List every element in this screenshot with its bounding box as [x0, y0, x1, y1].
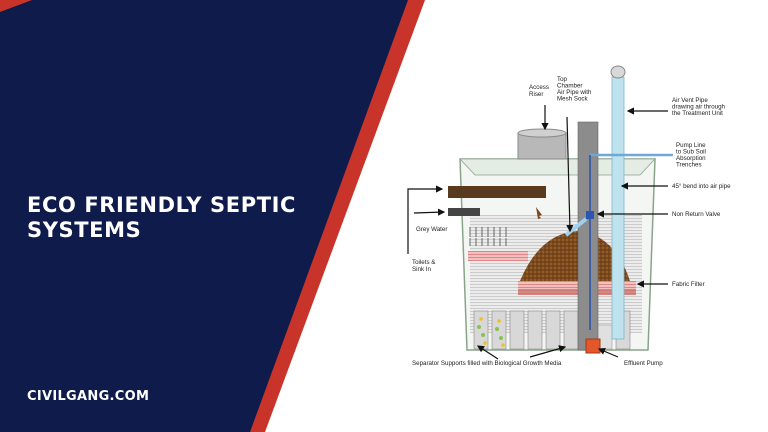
inlet-baffle [448, 186, 546, 198]
fabric-filter [518, 281, 636, 289]
site-url: CIVILGANG.COM [27, 389, 150, 404]
access-riser [517, 128, 567, 160]
flow-arrow [536, 207, 546, 223]
label-effluent-pump: Effluent Pump [624, 360, 663, 367]
navy-panel [0, 0, 408, 432]
label-air-vent-pipe: Air Vent Pipe drawing air through the Tr… [672, 97, 727, 117]
arrow-top-chamber [566, 116, 574, 233]
vent-cap [610, 65, 626, 79]
label-pump-line: Pump Line to Sub Soil Absorption Trenche… [676, 142, 708, 169]
arrow-effluent-pump [597, 348, 619, 358]
arrow-toilets [407, 185, 444, 254]
label-fabric-filter: Fabric Filter [672, 281, 705, 288]
label-separator: Separator Supports filled with Biologica… [412, 360, 562, 367]
biological-media-mound [520, 231, 630, 281]
top-filter-layer [468, 251, 528, 261]
label-non-return-valve: Non Return Valve [672, 211, 721, 218]
label-grey-water: Grey Water [416, 226, 447, 233]
label-top-chamber: Top Chamber Air Pipe with Mesh Sock [557, 76, 593, 103]
title-line-2: SYSTEMS [27, 218, 142, 242]
arrow-separator-1 [476, 345, 499, 360]
air-inlet-bend [564, 217, 588, 237]
non-return-valve [586, 211, 594, 219]
spray-nozzles [469, 227, 507, 246]
arrow-separator-2 [529, 345, 567, 358]
label-toilets: Toilets & Sink In [412, 259, 437, 273]
effluent-pump [585, 338, 601, 354]
title-line-1: ECO FRIENDLY SEPTIC [27, 193, 297, 217]
air-vent-pipe [611, 76, 625, 340]
grey-water-inlet [448, 208, 480, 216]
label-access-riser: Access Riser [529, 84, 551, 98]
arrow-grey-water [413, 208, 446, 216]
label-bend: 45° bend into air pipe [672, 183, 731, 190]
septic-diagram: Access Riser Top Chamber Air Pipe with M… [407, 65, 731, 367]
page-title: ECO FRIENDLY SEPTIC SYSTEMS [27, 193, 347, 243]
